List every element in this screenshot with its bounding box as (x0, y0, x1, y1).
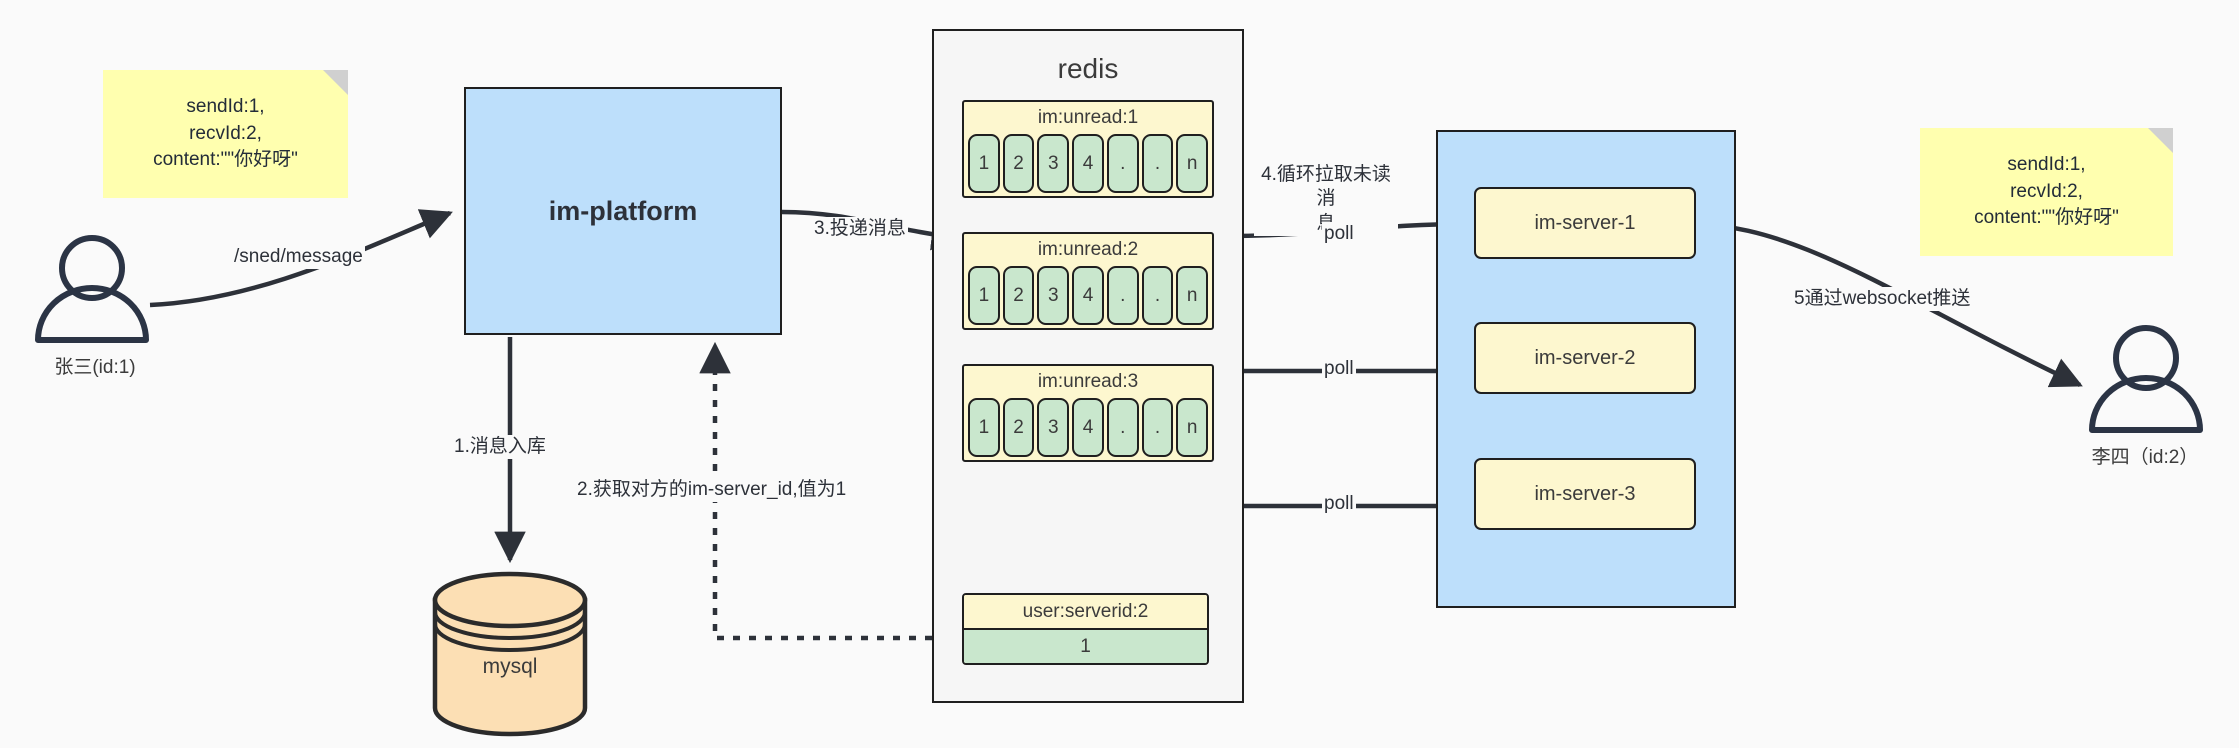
receiver-actor-label: 李四（id:2） (2091, 447, 2199, 468)
sender-actor-label: 张三(id:1) (54, 357, 136, 378)
redis-cell[interactable]: 1 (968, 134, 1000, 193)
im-platform-label: im-platform (548, 195, 698, 226)
redis-cell[interactable]: 3 (1037, 134, 1070, 193)
edge-label-poll-2: poll (1322, 357, 1356, 382)
redis-list-cells: 1 2 3 4 . . n (964, 134, 1212, 196)
mysql-label: mysql (482, 655, 538, 678)
redis-cell[interactable]: 4 (1072, 266, 1104, 325)
message-payload-note-left: sendId:1, recvId:2, content:""你好呀" (103, 70, 348, 198)
redis-cell[interactable]: . (1106, 398, 1139, 457)
redis-kv-user-serverid[interactable]: user:serverid:2 1 (962, 593, 1209, 665)
edge-label-send-message: /sned/message (232, 245, 365, 270)
im-platform-box[interactable]: im-platform (464, 87, 782, 335)
redis-cell[interactable]: . (1106, 266, 1139, 325)
redis-cell[interactable]: 2 (1002, 398, 1035, 457)
redis-cell[interactable]: n (1176, 398, 1209, 457)
note-text: sendId:1, recvId:2, content:""你好呀" (153, 95, 298, 171)
redis-cell[interactable]: . (1141, 134, 1174, 193)
redis-list-im-unread-1[interactable]: im:unread:1 1 2 3 4 . . n (962, 100, 1214, 198)
edge-label-step2: 2.获取对方的im-server_id,值为1 (575, 478, 849, 503)
redis-list-key: im:unread:3 (1037, 371, 1139, 392)
redis-cell[interactable]: n (1176, 266, 1209, 325)
sender-actor-icon (35, 235, 149, 343)
redis-cell[interactable]: n (1176, 134, 1209, 193)
redis-cell[interactable]: 3 (1037, 266, 1070, 325)
im-server-3-label: im-server-3 (1534, 482, 1636, 505)
note-fold-corner-icon (2148, 128, 2173, 153)
edge-label-step3: 3.投递消息 (812, 217, 908, 242)
im-server-1-box[interactable]: im-server-1 (1474, 187, 1696, 259)
redis-cell[interactable]: . (1141, 266, 1174, 325)
im-server-1-label: im-server-1 (1534, 211, 1636, 234)
redis-cell[interactable]: 2 (1002, 266, 1035, 325)
redis-kv-value: 1 (964, 628, 1207, 663)
redis-cell[interactable]: 4 (1072, 134, 1104, 193)
redis-cell[interactable]: 3 (1037, 398, 1070, 457)
note-text: sendId:1, recvId:2, content:""你好呀" (1974, 153, 2119, 229)
edge-label-step5: 5通过websocket推送 (1792, 287, 1973, 312)
redis-kv-key: user:serverid:2 (964, 595, 1207, 628)
redis-group-title: redis (1057, 53, 1119, 84)
im-server-3-box[interactable]: im-server-3 (1474, 458, 1696, 530)
redis-list-im-unread-2[interactable]: im:unread:2 1 2 3 4 . . n (962, 232, 1214, 330)
redis-list-key: im:unread:1 (1037, 107, 1139, 128)
receiver-actor-icon (2089, 325, 2203, 433)
edge-label-poll-3: poll (1322, 492, 1356, 517)
edge-label-step1: 1.消息入库 (452, 435, 548, 460)
redis-cell[interactable]: 1 (968, 398, 1000, 457)
redis-cell[interactable]: . (1106, 134, 1139, 193)
redis-cell[interactable]: 1 (968, 266, 1000, 325)
im-server-2-box[interactable]: im-server-2 (1474, 322, 1696, 394)
message-payload-note-right: sendId:1, recvId:2, content:""你好呀" (1920, 128, 2173, 256)
mysql-cylinder-icon (432, 571, 588, 737)
redis-list-key: im:unread:2 (1037, 239, 1139, 260)
redis-cell[interactable]: . (1141, 398, 1174, 457)
redis-cell[interactable]: 4 (1072, 398, 1104, 457)
note-fold-corner-icon (323, 70, 348, 95)
redis-list-cells: 1 2 3 4 . . n (964, 398, 1212, 460)
redis-list-cells: 1 2 3 4 . . n (964, 266, 1212, 328)
im-server-2-label: im-server-2 (1534, 346, 1636, 369)
redis-cell[interactable]: 2 (1002, 134, 1035, 193)
edge-label-poll-1: poll (1322, 222, 1356, 247)
redis-list-im-unread-3[interactable]: im:unread:3 1 2 3 4 . . n (962, 364, 1214, 462)
